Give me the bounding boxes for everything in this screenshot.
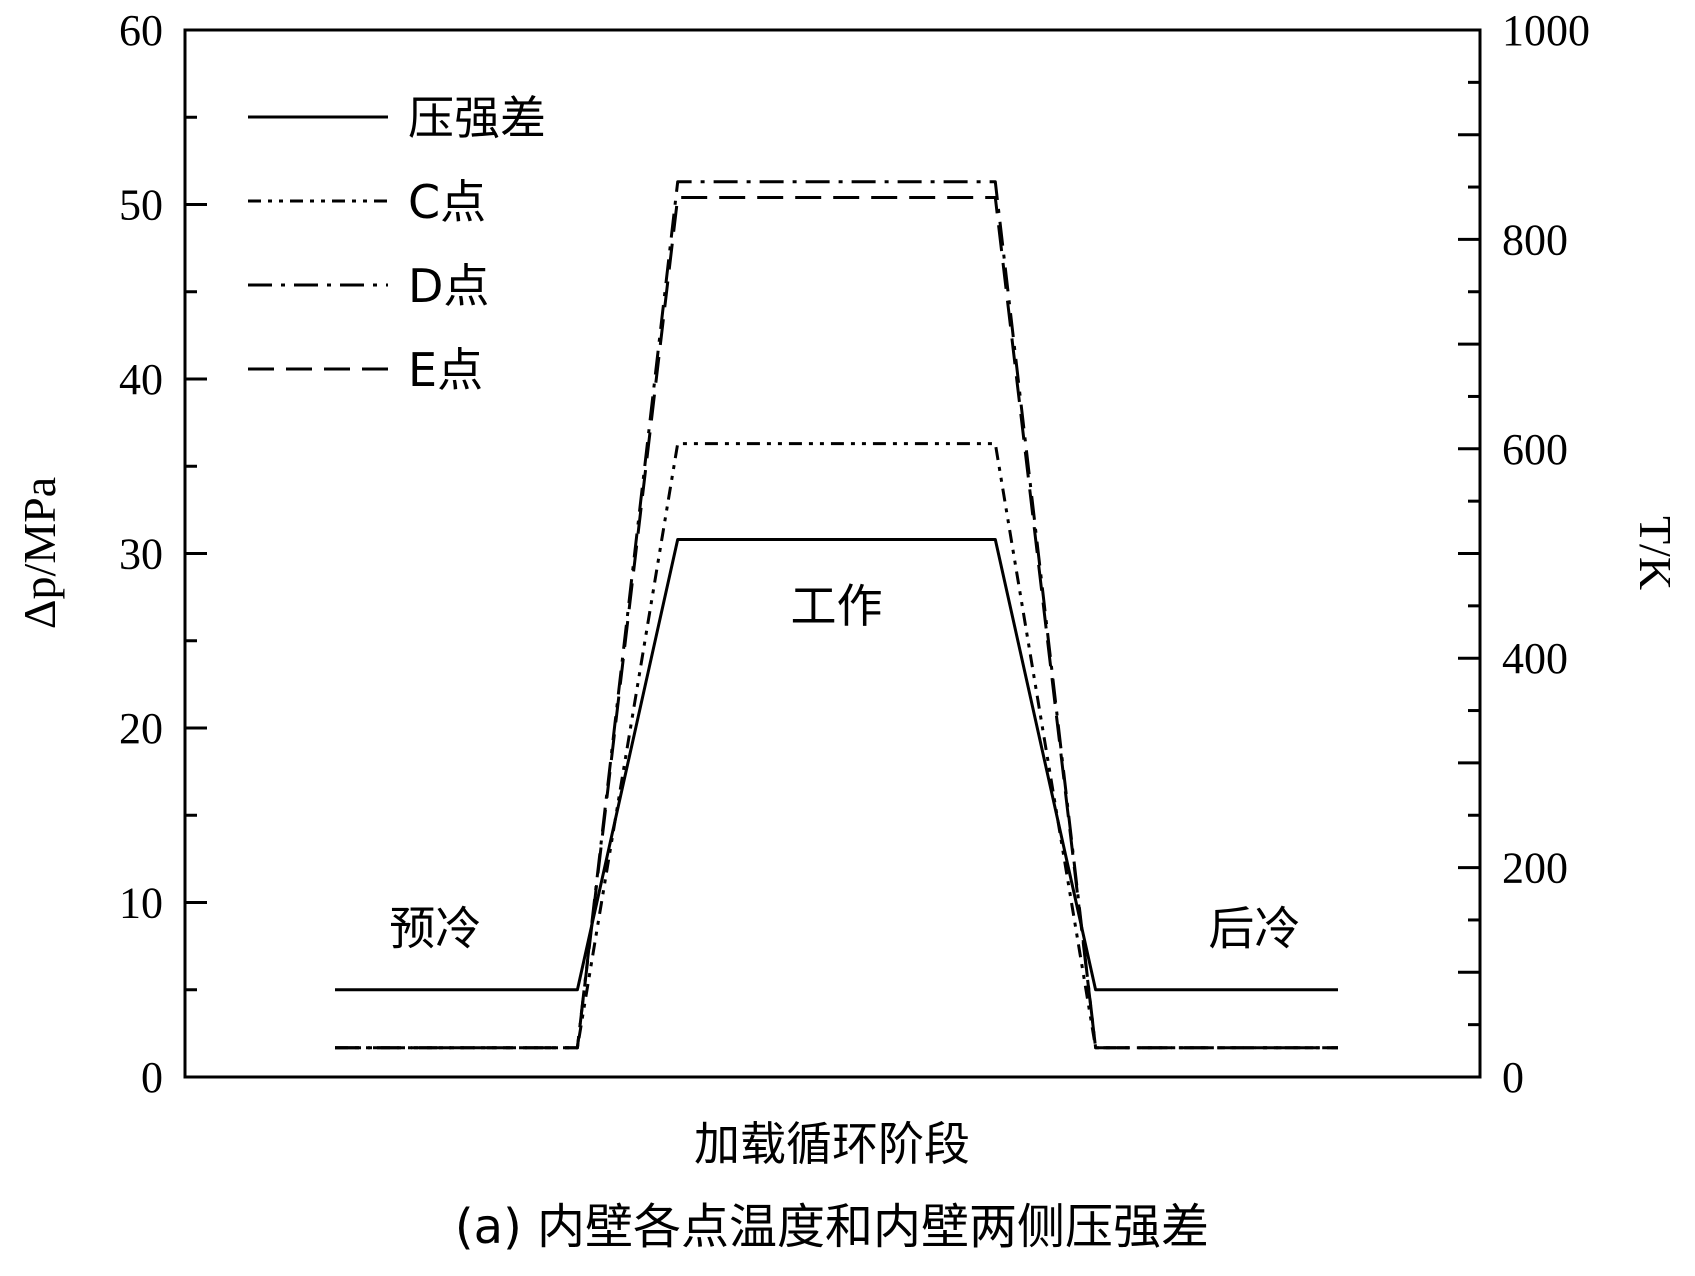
legend-label: 压强差: [408, 91, 546, 145]
phase-label: 后冷: [1208, 902, 1300, 956]
phase-label: 预冷: [389, 902, 481, 956]
y-left-tick-label: 0: [141, 1053, 163, 1102]
y-right-tick-label: 200: [1502, 844, 1568, 893]
legend-label: D点: [408, 259, 489, 313]
legend-label: E点: [408, 343, 483, 397]
y-right-tick-label: 1000: [1502, 6, 1590, 55]
legend-label: C点: [408, 175, 486, 229]
y-left-tick-label: 40: [119, 355, 163, 404]
plot-frame: [183, 28, 1482, 1079]
y-axis-label-left: Δp/MPa: [14, 477, 65, 629]
y-right-tick-label: 800: [1502, 215, 1568, 264]
y-right-tick-label: 400: [1502, 634, 1568, 683]
y-left-tick-label: 50: [119, 181, 163, 230]
phase-label: 工作: [791, 579, 883, 633]
y-left-tick-label: 10: [119, 879, 163, 928]
series-line-2: [335, 442, 1338, 1050]
figure-caption: (a) 内壁各点温度和内壁两侧压强差: [455, 1199, 1209, 1255]
y-right-tick-label: 600: [1502, 425, 1568, 474]
legend: 压强差 C点 D点 E点: [248, 91, 546, 397]
y-left-tick-label: 30: [119, 530, 163, 579]
series-layer: [335, 180, 1338, 1050]
y-axis-label-right: T/K: [1630, 516, 1681, 590]
series-line-4: [335, 196, 1338, 1050]
y-left-tick-label: 60: [119, 6, 163, 55]
series-line-1: [335, 538, 1338, 992]
x-axis-label: 加载循环阶段: [694, 1117, 970, 1171]
y-right-tick-label: 0: [1502, 1053, 1524, 1102]
y-left-tick-label: 20: [119, 704, 163, 753]
